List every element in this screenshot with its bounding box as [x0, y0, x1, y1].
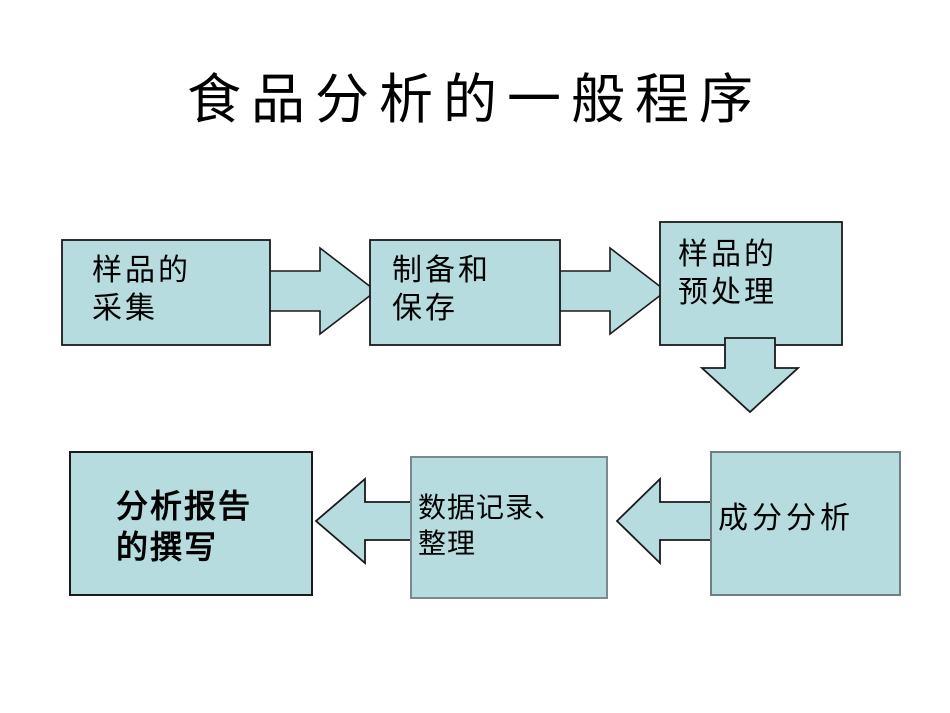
- node-label-preparation-preservation: 制备和保存: [392, 253, 491, 327]
- page-title: 食品分析的一般程序: [187, 68, 763, 131]
- node-box-component-analysis: [710, 451, 901, 596]
- arrow-3-down: [699, 337, 801, 414]
- arrow-1-right: [257, 246, 378, 336]
- node-box-data-recording: [410, 456, 608, 599]
- node-box-sample-collection: [61, 239, 271, 346]
- node-box-preparation-preservation: [369, 239, 561, 346]
- arrow-2-right: [547, 246, 668, 336]
- arrow-4-left: [615, 476, 717, 566]
- node-label-analysis-report: 分析报告的撰写: [116, 487, 253, 566]
- node-label-data-recording: 数据记录、整理: [418, 491, 564, 560]
- node-box-sample-pretreatment: [659, 221, 843, 346]
- node-label-sample-pretreatment: 样品的预处理: [678, 237, 777, 311]
- node-label-component-analysis: 成分分析: [718, 501, 854, 536]
- node-label-sample-collection: 样品的采集: [92, 253, 191, 327]
- node-box-analysis-report: [69, 451, 313, 596]
- arrow-5-left: [314, 477, 417, 565]
